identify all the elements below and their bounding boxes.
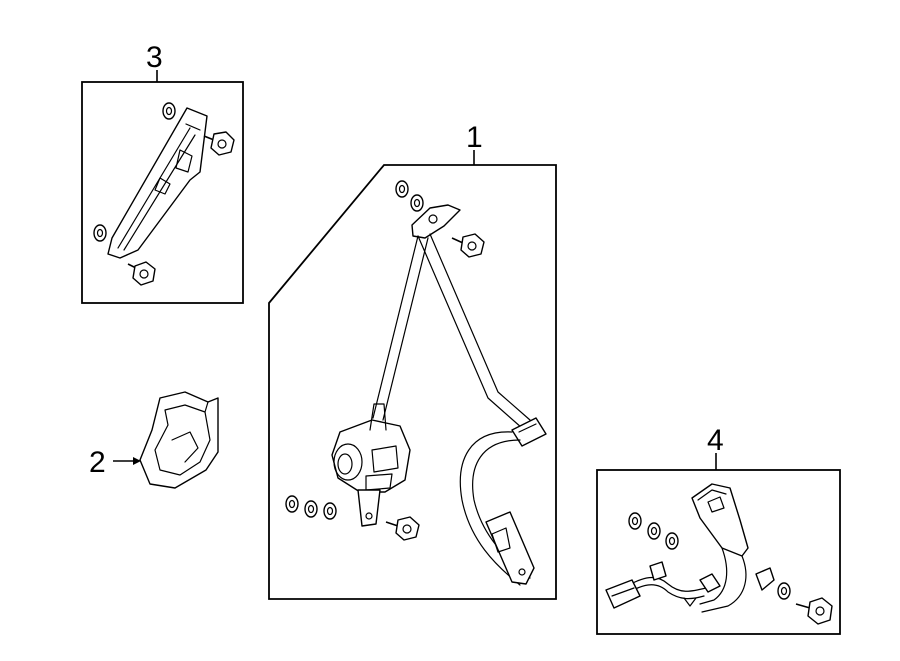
callout-2: 2	[89, 446, 106, 479]
wire-harness-part	[605, 561, 721, 609]
bolt-icon	[795, 597, 833, 625]
tongue-plate-part	[511, 417, 547, 447]
washer-icon	[410, 194, 424, 212]
bolt-icon	[127, 261, 156, 286]
group-1-box	[268, 164, 557, 600]
washer-icon	[628, 512, 642, 530]
trim-cover-part	[139, 391, 219, 489]
lower-anchor-part	[485, 511, 535, 585]
washer-icon	[395, 180, 409, 198]
bracket-part	[107, 107, 208, 259]
bolt-icon	[203, 131, 235, 156]
group-4-buckle-assembly: 4	[596, 424, 841, 635]
washer-icon	[304, 500, 318, 518]
washer-icon	[162, 102, 176, 120]
lap-belt-strap	[459, 431, 521, 586]
upper-anchor-part	[411, 204, 461, 239]
washer-icon	[285, 495, 299, 513]
callout-3: 3	[146, 41, 163, 74]
washer-icon	[647, 522, 661, 540]
bolt-icon	[385, 516, 420, 541]
group-4-box	[596, 469, 841, 635]
group-3-box	[81, 81, 244, 304]
retractor-part	[331, 403, 411, 527]
washer-icon	[323, 502, 337, 520]
washer-icon	[665, 532, 679, 550]
callout-4: 4	[707, 424, 724, 457]
washer-icon	[777, 582, 791, 600]
group-3-retractor-bracket: 3	[81, 41, 244, 304]
washer-icon	[93, 224, 107, 242]
group-2-trim-cover: 2	[89, 391, 219, 489]
callout-1: 1	[466, 121, 483, 154]
bolt-icon	[451, 233, 485, 258]
group-1-seat-belt-assembly: 1	[268, 121, 557, 600]
webbing-strap	[372, 235, 419, 419]
buckle-part	[691, 483, 775, 613]
callout-2-arrow	[133, 457, 141, 465]
